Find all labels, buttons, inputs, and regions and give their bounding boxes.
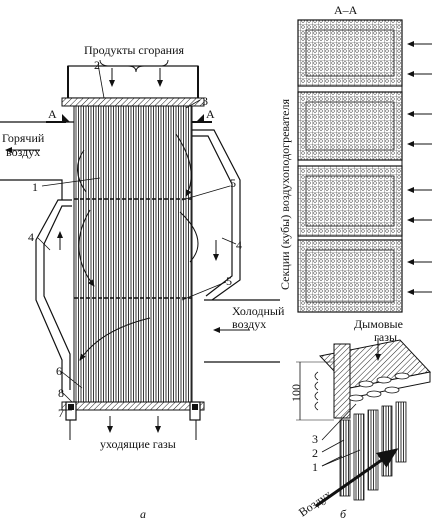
- callout-1: 1: [32, 180, 38, 194]
- label-section-mark-left: А: [48, 107, 57, 121]
- callout-7: 7: [58, 406, 64, 420]
- callout-3: 3: [202, 94, 208, 108]
- lower-tube-sheet: [61, 401, 205, 411]
- bypass-duct-right: [192, 129, 241, 301]
- callout-5-lower: 5: [226, 274, 232, 288]
- callout-b-1: 1: [312, 460, 318, 474]
- tube-bundle: [73, 105, 193, 403]
- cube-section-1: [297, 19, 403, 87]
- callout-8: 8: [58, 386, 64, 400]
- label-section-mark-right: А: [206, 107, 215, 121]
- label-flue-gases-2: газы: [374, 330, 398, 344]
- callout-6: 6: [56, 364, 62, 378]
- caption-b: б: [340, 507, 347, 521]
- label-flue-gases-1: Дымовые: [354, 317, 403, 331]
- top-frame: [67, 65, 199, 99]
- label-section-aa: А–А: [334, 3, 358, 17]
- bypass-duct-left: [35, 199, 72, 392]
- callout-b-3: 3: [312, 432, 318, 446]
- label-hot-air-1: Горячий: [2, 131, 45, 145]
- callout-4-right: 4: [236, 238, 242, 252]
- callout-5-upper: 5: [230, 176, 236, 190]
- part-a-air-heater: [0, 59, 280, 440]
- label-cold-air-2: воздух: [232, 317, 267, 331]
- label-combustion-products: Продукты сгорания: [84, 43, 185, 57]
- cube-section-3: [297, 165, 403, 237]
- label-exit-gases: уходящие газы: [100, 437, 176, 451]
- support-left: [65, 401, 77, 421]
- cold-air-duct: [204, 299, 280, 363]
- callout-b-2: 2: [312, 446, 318, 460]
- callout-2: 2: [94, 58, 100, 72]
- support-right: [189, 401, 201, 421]
- callout-4-left: 4: [28, 230, 34, 244]
- part-b-section-aa: [296, 19, 432, 508]
- label-sections-vertical: Секции (кубы) воздухоподогревателя: [278, 98, 292, 290]
- cube-section-2: [297, 91, 403, 161]
- caption-a: а: [140, 507, 146, 521]
- upper-tube-sheet: [61, 97, 205, 107]
- label-hot-air-2: воздух: [6, 145, 41, 159]
- tube-detail: [296, 338, 431, 508]
- label-cold-air-1: Холодный: [232, 304, 285, 318]
- label-dim-100: 100: [289, 384, 303, 402]
- cube-section-4: [297, 239, 403, 313]
